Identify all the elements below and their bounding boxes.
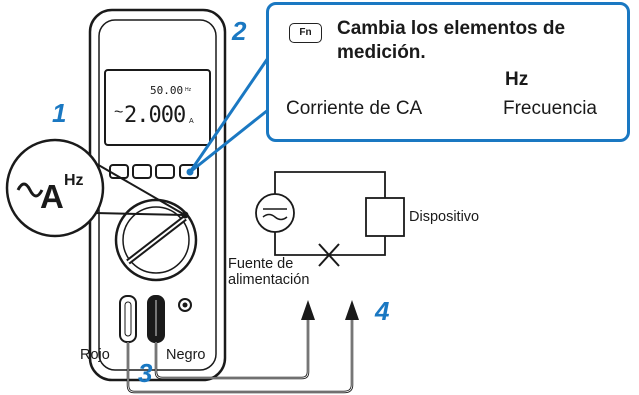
step-2: 2 bbox=[232, 16, 247, 46]
red-probe-tip bbox=[345, 300, 359, 320]
black-probe-tip bbox=[301, 300, 315, 320]
lcd-main-unit: A bbox=[189, 118, 194, 125]
fn-key-icon: Fn bbox=[289, 23, 322, 43]
callout-title: Cambia los elementos de medición. bbox=[337, 18, 566, 63]
source-label: Fuente de alimentación bbox=[228, 256, 310, 288]
hz-symbol: Hz bbox=[505, 69, 529, 90]
device-box bbox=[365, 197, 405, 237]
step-4: 4 bbox=[375, 296, 390, 326]
lcd-sub-value: 50.00 bbox=[150, 84, 184, 97]
lcd-main-value: 2.000 bbox=[124, 103, 186, 128]
step-3: 3 bbox=[138, 358, 153, 388]
circuit bbox=[255, 171, 405, 267]
fn-callout: Fn Cambia los elementos de medición. Hz … bbox=[266, 2, 630, 142]
step-1: 1 bbox=[52, 98, 67, 128]
red-lead-label: Rojo bbox=[80, 347, 110, 363]
ac-current-label: Corriente de CA bbox=[286, 98, 423, 119]
lcd-display bbox=[104, 69, 211, 146]
black-lead-label: Negro bbox=[166, 347, 206, 363]
zoom-function: A bbox=[40, 178, 64, 215]
zoom-callout bbox=[5, 138, 189, 238]
ac-source-symbol bbox=[255, 193, 295, 233]
multimeter bbox=[88, 8, 227, 382]
lcd-ac-symbol: ~ bbox=[114, 104, 124, 121]
lcd-sub-unit: Hz bbox=[185, 87, 192, 93]
device-label: Dispositivo bbox=[409, 209, 480, 225]
meter-button-3[interactable] bbox=[155, 164, 175, 179]
test-leads bbox=[119, 295, 359, 394]
meter-button-2[interactable] bbox=[132, 164, 152, 179]
frequency-label: Frecuencia bbox=[503, 98, 597, 119]
zoom-superscript: Hz bbox=[64, 172, 84, 189]
fn-pointer bbox=[186, 57, 270, 176]
